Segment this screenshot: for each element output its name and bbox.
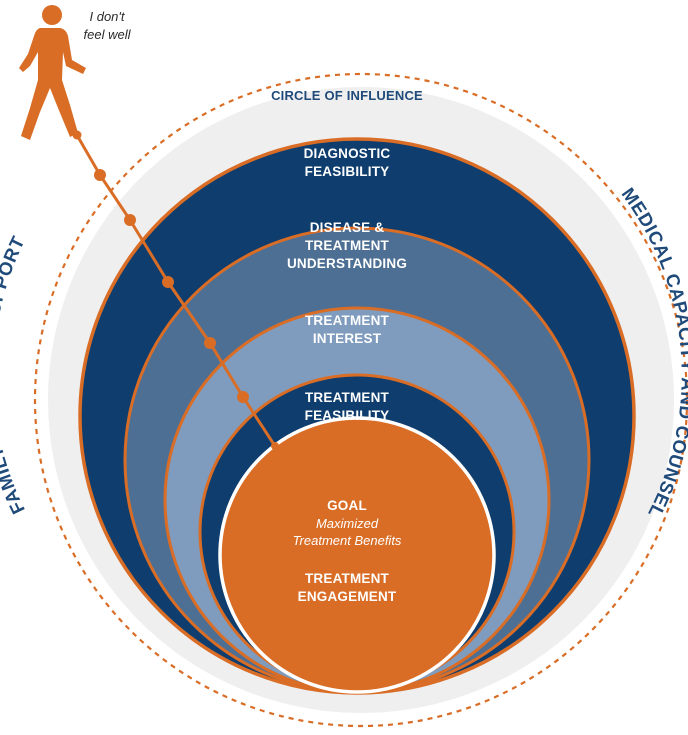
diagnostic-label-1: DIAGNOSTIC xyxy=(304,146,391,161)
understanding-label-2: TREATMENT xyxy=(305,238,390,253)
journey-path xyxy=(72,129,283,459)
family-support-label: FAMILY & FRIENDS SUPPORT xyxy=(0,233,29,518)
path-node xyxy=(94,169,106,181)
path-node xyxy=(237,391,249,403)
speech-line-2: feel well xyxy=(84,27,132,42)
goal-title: GOAL xyxy=(327,498,367,513)
goal-subtitle-2: Treatment Benefits xyxy=(293,533,402,548)
path-node xyxy=(162,276,174,288)
circle-of-influence-label: CIRCLE OF INFLUENCE xyxy=(271,88,423,103)
goal-subtitle-1: Maximized xyxy=(316,516,379,531)
dotted-influence-border xyxy=(33,72,688,728)
diagnostic-label-2: FEASIBILITY xyxy=(305,164,390,179)
feasibility-label-1: TREATMENT xyxy=(305,390,390,405)
feasibility-label-2: FEASIBILITY xyxy=(305,408,390,423)
understanding-label-1: DISEASE & xyxy=(310,220,385,235)
goal-circle xyxy=(218,416,496,694)
path-node xyxy=(271,442,279,450)
interest-label-2: INTEREST xyxy=(313,331,382,346)
path-node xyxy=(124,214,136,226)
speech-line-1: I don't xyxy=(89,9,125,24)
interest-label-1: TREATMENT xyxy=(305,313,390,328)
understanding-label-3: UNDERSTANDING xyxy=(287,256,407,271)
engagement-label-2: ENGAGEMENT xyxy=(298,589,397,604)
engagement-label-1: TREATMENT xyxy=(305,571,390,586)
walking-person-icon xyxy=(19,5,86,140)
path-node xyxy=(204,337,216,349)
